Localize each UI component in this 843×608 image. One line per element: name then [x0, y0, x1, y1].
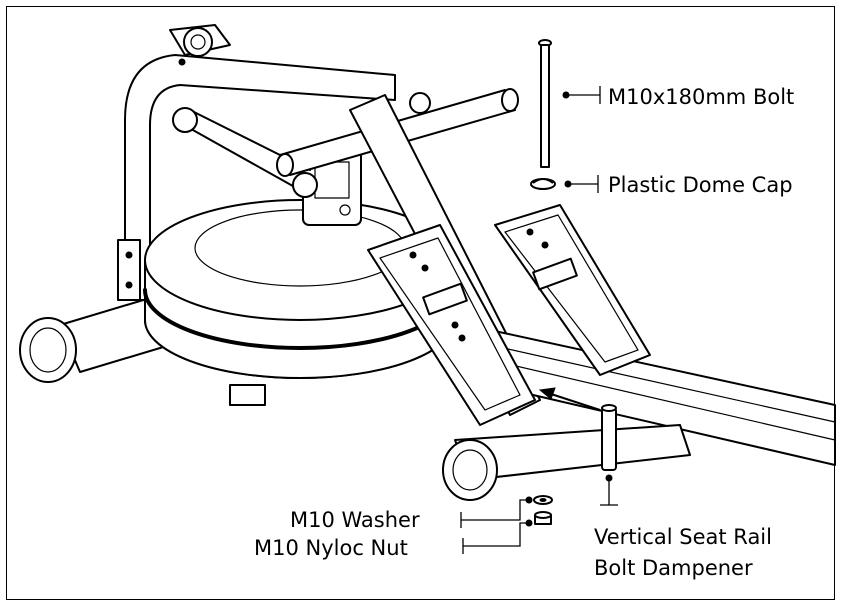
nut-label: M10 Nyloc Nut: [254, 536, 408, 560]
dampener-label-line1: Vertical Seat Rail: [594, 525, 772, 549]
diagram-frame: [6, 6, 835, 600]
frame-arch: [117, 24, 396, 301]
washer-label: M10 Washer: [290, 508, 420, 532]
dome-cap-part: [530, 178, 556, 190]
bolt-part: [538, 39, 552, 168]
left-footplate: [367, 224, 536, 426]
bolt-label: M10x180mm Bolt: [608, 85, 795, 109]
front-stabilizer: [19, 297, 171, 383]
base-rear: [442, 424, 691, 501]
water-tank: [143, 199, 457, 406]
direction-arrow: [538, 387, 601, 411]
washer-part: [533, 495, 553, 505]
nut-part: [534, 511, 552, 525]
right-footplate: [494, 204, 651, 376]
leader-lines: [460, 86, 618, 554]
dampener-part: [601, 404, 617, 471]
front-left-foot: [19, 317, 77, 383]
front-right-foot: [442, 439, 498, 501]
dome-cap-label: Plastic Dome Cap: [608, 173, 793, 197]
dampener-label-line2: Bolt Dampener: [594, 556, 753, 580]
